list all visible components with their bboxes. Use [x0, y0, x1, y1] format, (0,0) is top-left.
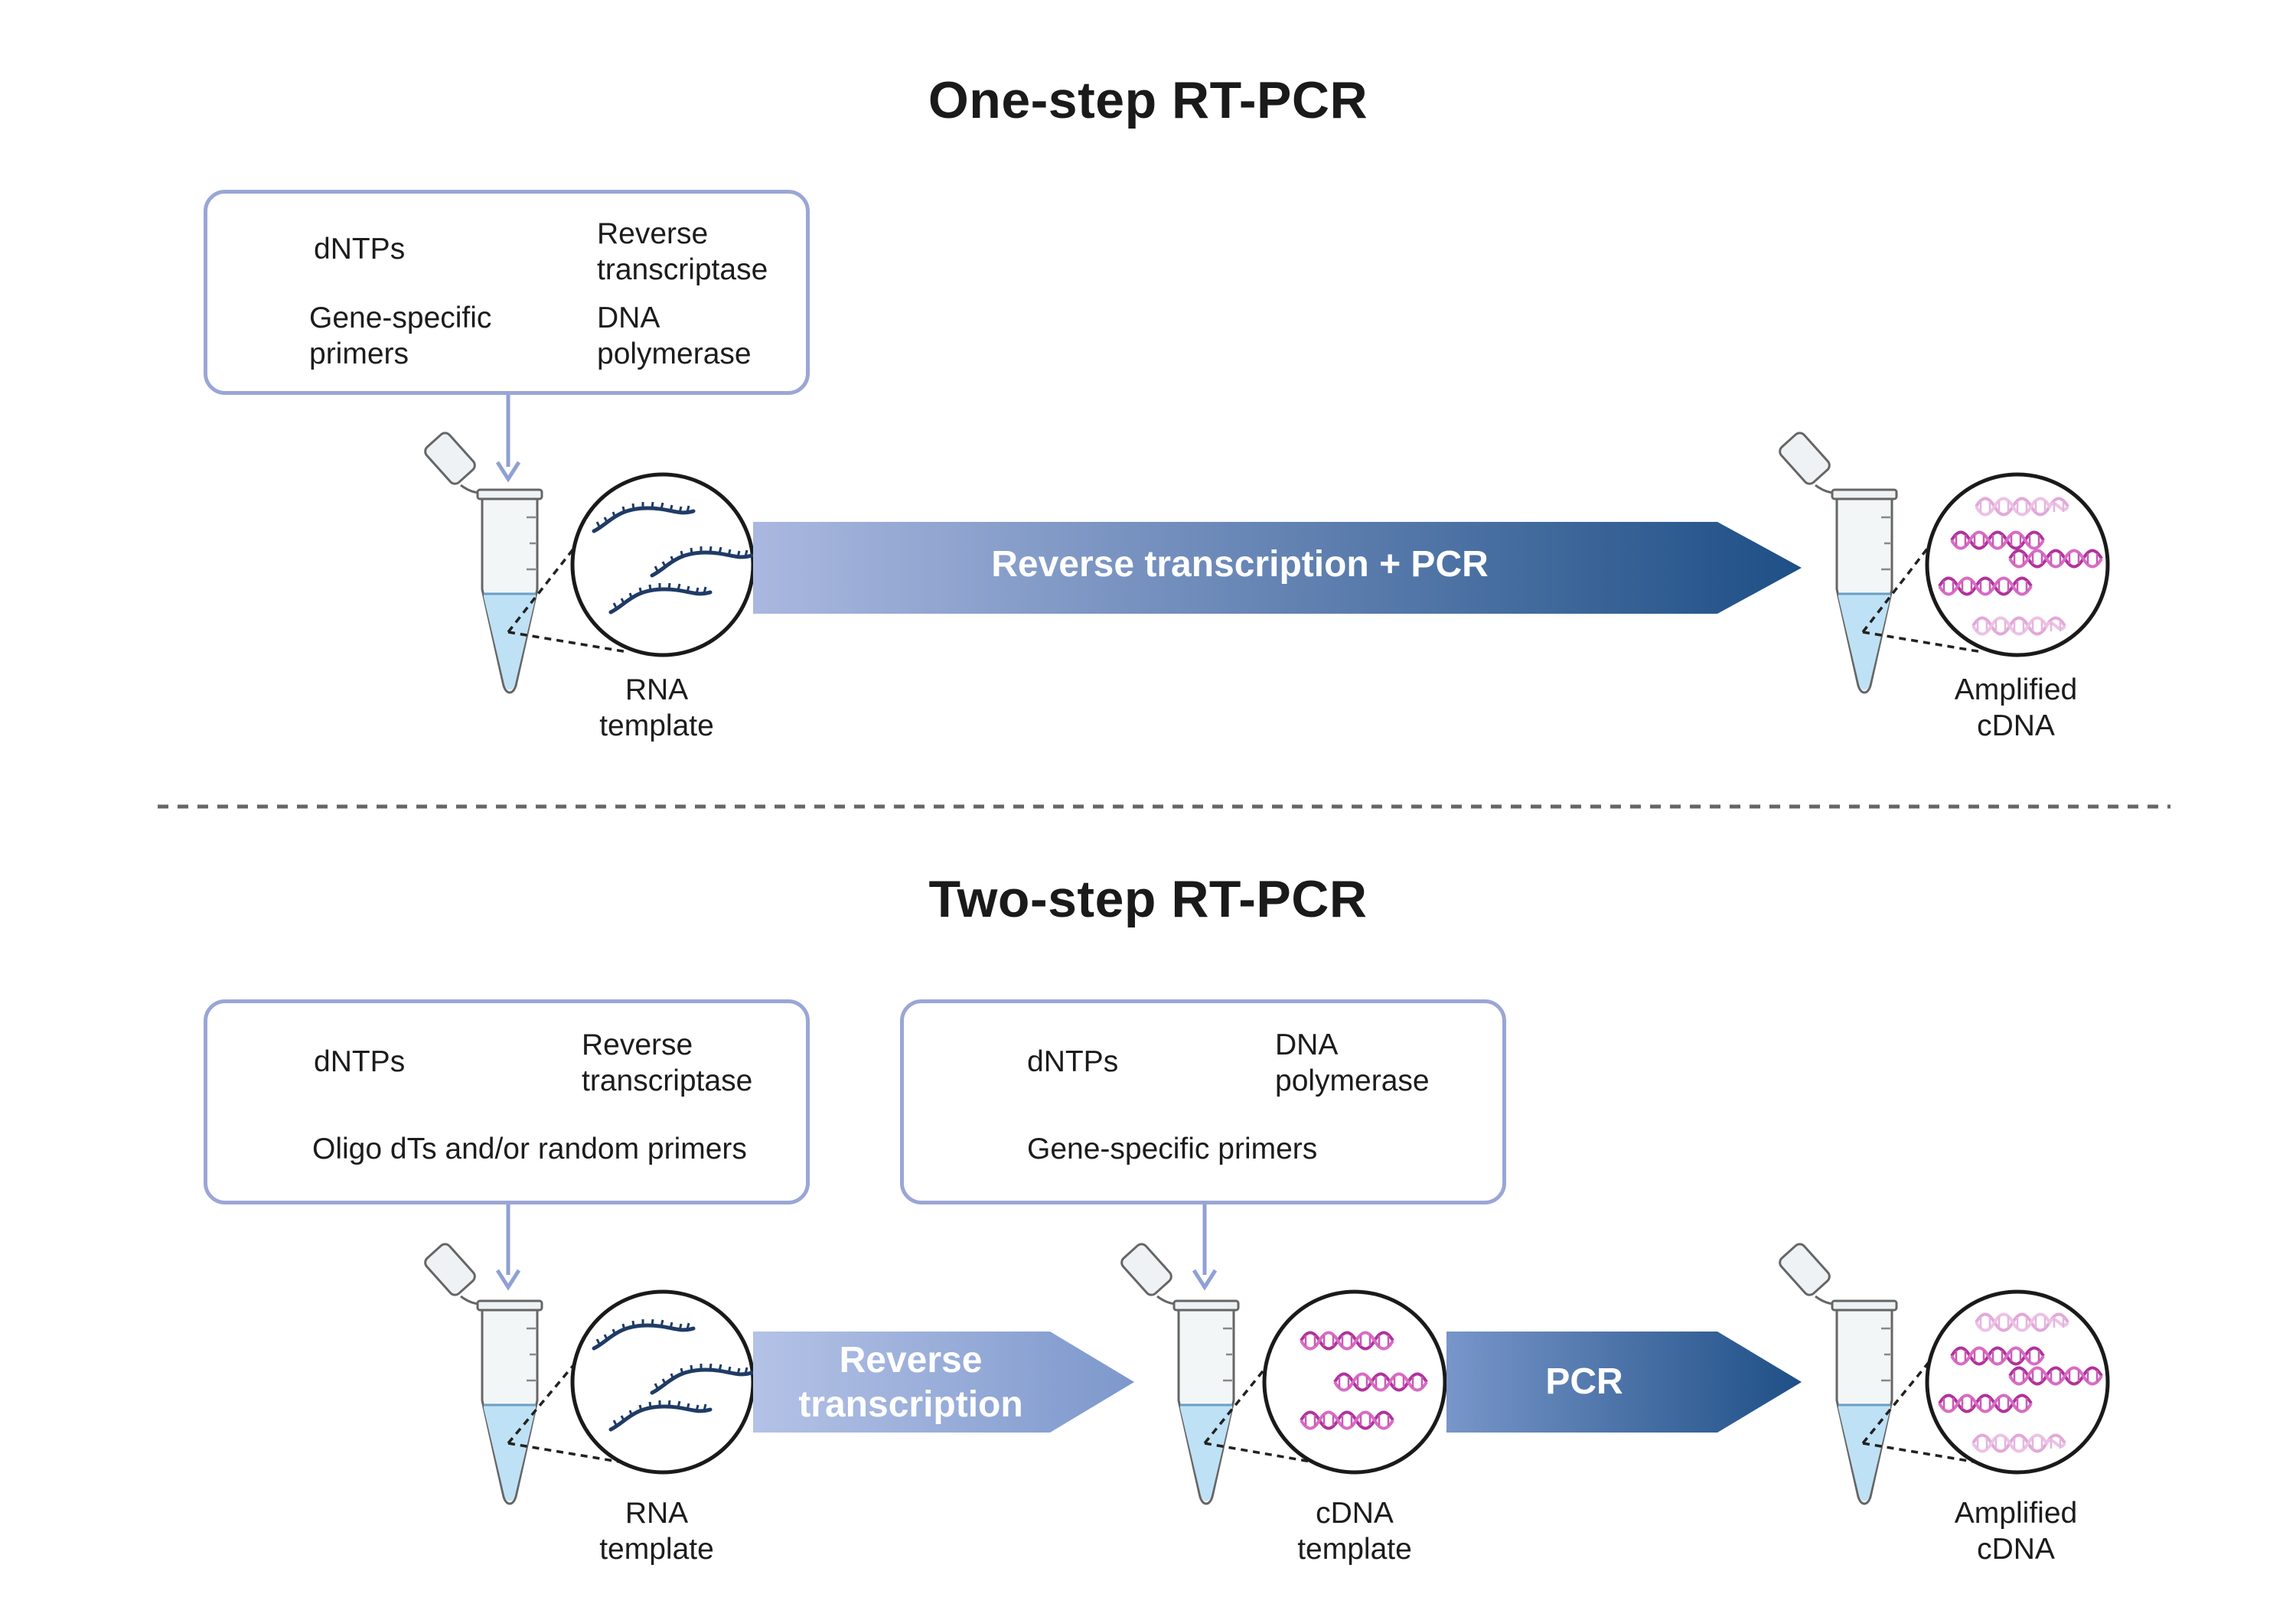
reverse-transcriptase-label-line2: transcriptase — [597, 253, 768, 286]
microcentrifuge-tube-icon — [1117, 1240, 1240, 1505]
microcentrifuge-tube-icon — [1776, 429, 1898, 694]
amplified-cdna-caption-line1: Amplified — [1954, 673, 2078, 706]
cdna-template-caption-line2: template — [1297, 1533, 1412, 1566]
zoom-dashes — [507, 1358, 628, 1465]
rna-zoom-circle — [570, 472, 755, 657]
gene-specific-primers-label-line1: Gene-specific — [309, 302, 492, 334]
one-step-arrow-label: Reverse transcription + PCR — [991, 544, 1489, 585]
two-step-title: Two-step RT-PCR — [928, 870, 1368, 928]
dntps-label: dNTPs — [1027, 1045, 1119, 1078]
reverse-transcription-arrow — [753, 1332, 1134, 1433]
two-step-down-arrow-2 — [1192, 1204, 1218, 1291]
amplified-cdna-caption-line1: Amplified — [1954, 1497, 2078, 1530]
dna-polymerase-label-line1: DNA — [1275, 1028, 1339, 1061]
rt-arrow-label-line1: Reverse — [839, 1340, 983, 1380]
pcr-arrow-label: PCR — [1545, 1361, 1623, 1402]
one-step-title: One-step RT-PCR — [928, 71, 1368, 129]
rna-template-caption-line2: template — [599, 1533, 714, 1566]
rna-template-caption-line1: RNA — [625, 1497, 689, 1530]
microcentrifuge-tube-icon — [1776, 1240, 1898, 1505]
amplified-cdna-zoom-circle — [1925, 472, 2110, 657]
reverse-transcriptase-label-line1: Reverse — [582, 1028, 693, 1061]
rt-arrow-label-line2: transcription — [798, 1384, 1023, 1425]
cdna-template-caption-line1: cDNA — [1316, 1497, 1394, 1530]
one-step-down-arrow — [495, 393, 521, 483]
zoom-dashes — [1203, 1362, 1320, 1465]
gene-specific-primers-label-line2: primers — [309, 337, 409, 370]
pcr-arrow — [1446, 1332, 1802, 1433]
reverse-transcriptase-label-line1: Reverse — [597, 217, 709, 250]
microcentrifuge-tube-icon — [421, 429, 543, 694]
reverse-transcription-pcr-arrow — [753, 522, 1802, 614]
one-step-reagent-box — [204, 190, 810, 395]
gene-specific-primers-label: Gene-specific primers — [1027, 1133, 1318, 1165]
oligo-primers-label: Oligo dTs and/or random primers — [312, 1133, 747, 1165]
dna-polymerase-label-line2: polymerase — [597, 337, 752, 370]
amplified-cdna-caption-line2: cDNA — [1977, 1533, 2055, 1566]
amplified-cdna-zoom-circle — [1925, 1289, 2110, 1475]
rna-zoom-circle — [570, 1289, 755, 1475]
two-step-down-arrow-1 — [495, 1204, 521, 1291]
zoom-dashes — [1861, 543, 1983, 654]
microcentrifuge-tube-icon — [421, 1240, 543, 1505]
dna-polymerase-label-line2: polymerase — [1275, 1064, 1430, 1097]
rna-template-caption-line2: template — [599, 709, 714, 742]
amplified-cdna-caption-line2: cDNA — [1977, 709, 2055, 742]
two-step-rt-reagent-box — [204, 999, 810, 1204]
zoom-dashes — [507, 539, 628, 654]
dntps-label: dNTPs — [314, 1045, 406, 1078]
dntps-label: dNTPs — [314, 233, 406, 266]
rna-template-caption-line1: RNA — [625, 673, 689, 706]
two-step-pcr-reagent-box — [900, 999, 1506, 1204]
dna-polymerase-label-line1: DNA — [597, 302, 660, 334]
zoom-dashes — [1861, 1359, 1983, 1465]
reverse-transcriptase-label-line2: transcriptase — [582, 1064, 753, 1097]
